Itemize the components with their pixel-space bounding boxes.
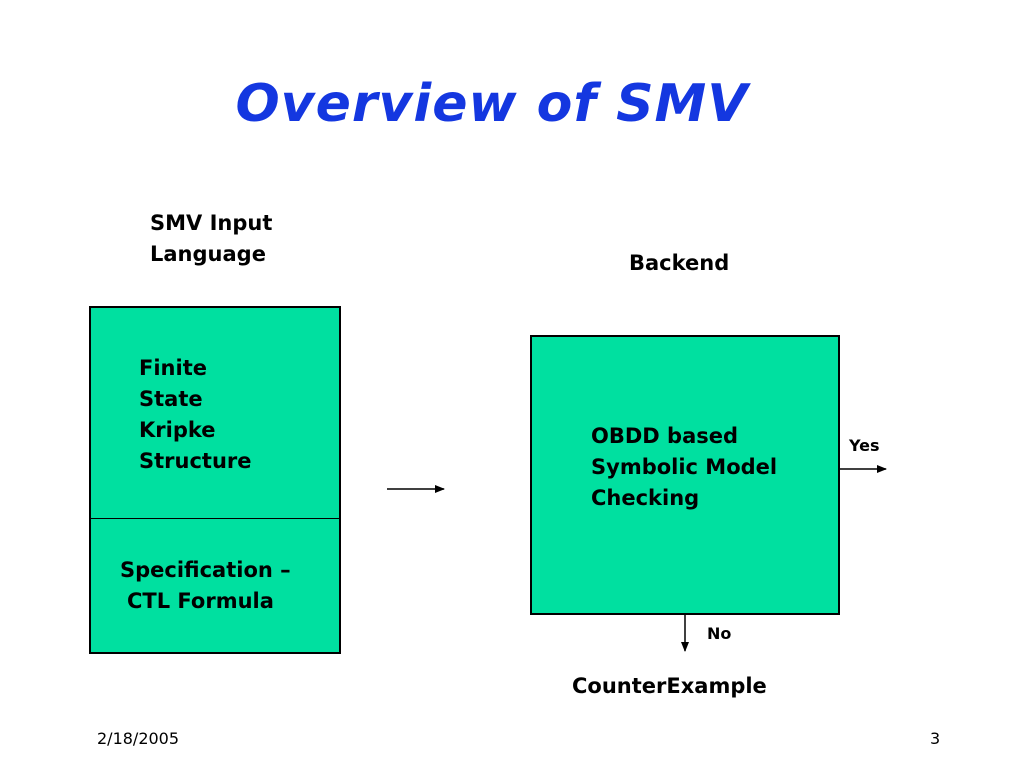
input-language-header: SMV Input Language: [150, 208, 272, 270]
backend-box: OBDD based Symbolic Model Checking: [530, 335, 840, 615]
model-description: Finite State Kripke Structure: [139, 353, 252, 477]
backend-header: Backend: [629, 251, 730, 275]
spec-description: Specification – CTL Formula: [120, 555, 291, 617]
backend-line: OBDD based: [591, 424, 739, 448]
page-number: 3: [930, 729, 941, 748]
backend-line: Checking: [591, 486, 700, 510]
footer-date: 2/18/2005: [97, 729, 180, 748]
box-divider: [91, 518, 339, 519]
model-line: Finite: [139, 356, 207, 380]
input-language-header-line1: SMV Input: [150, 211, 273, 235]
spec-line2: CTL Formula: [127, 589, 274, 613]
model-line: Structure: [139, 449, 252, 473]
input-box: Finite State Kripke Structure Specificat…: [89, 306, 341, 654]
model-line: State: [139, 387, 203, 411]
spec-line1: Specification –: [120, 558, 291, 582]
slide-title: Overview of SMV: [235, 74, 749, 134]
yes-label: Yes: [849, 436, 880, 455]
backend-line: Symbolic Model: [591, 455, 778, 479]
counterexample-label: CounterExample: [572, 674, 767, 698]
input-language-header-line2: Language: [150, 242, 266, 266]
backend-description: OBDD based Symbolic Model Checking: [591, 421, 777, 514]
model-line: Kripke: [139, 418, 216, 442]
no-label: No: [707, 624, 732, 643]
